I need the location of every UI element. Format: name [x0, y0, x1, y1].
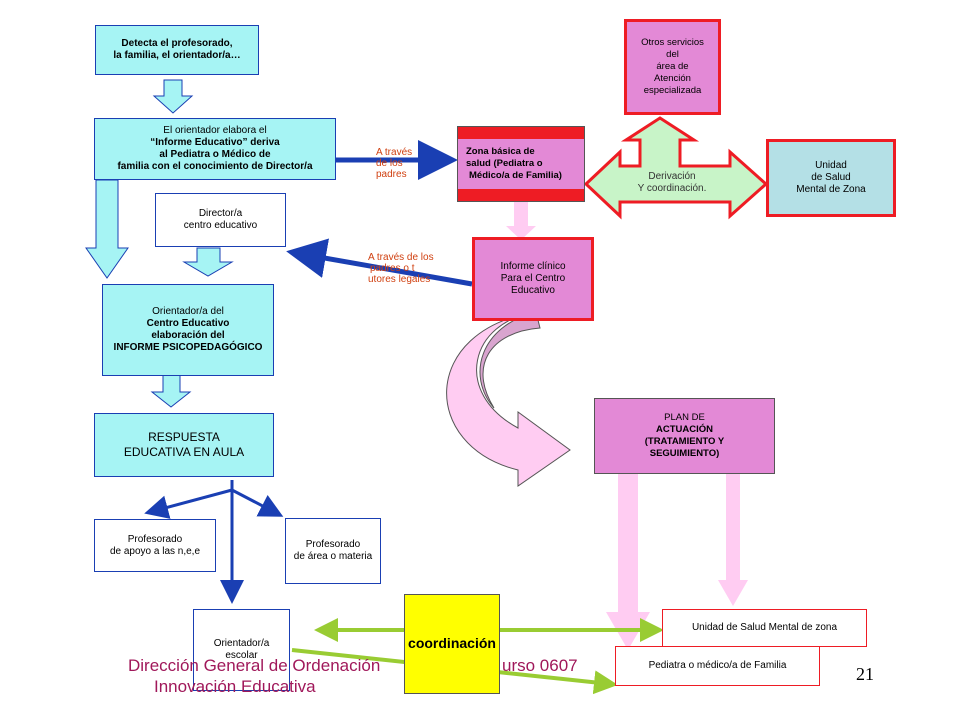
node-unidad-salud-mental-zona: Unidad de Salud Mental de zona — [662, 609, 867, 647]
informe-line-3: Educativo — [511, 285, 555, 296]
unidad-line-1: Unidad — [815, 160, 847, 171]
informe-line-2: Para el Centro — [500, 273, 566, 284]
arrow-down-2 — [182, 247, 234, 277]
plan-line-1: PLAN DE — [664, 412, 705, 423]
plan-line-4: SEGUIMIENTO) — [649, 448, 720, 459]
label-a-traves-padres: A través de los padres — [376, 147, 412, 180]
node-orientador-elabora: El orientador elabora el “Informe Educat… — [94, 118, 336, 180]
node-plan: PLAN DE ACTUACIÓN (TRATAMIENTO Y SEGUIMI… — [594, 398, 775, 474]
zona-basica-inner: Zona básica de salud (Pediatra o Médico/… — [458, 139, 584, 189]
elabora-line-2: “Informe Educativo” deriva — [150, 137, 280, 148]
unidad-line-2: de Salud — [811, 172, 851, 183]
director-line-1: Director/a — [198, 208, 243, 219]
plan-line-3: (TRATAMIENTO Y — [644, 436, 725, 447]
derivacion-line-2: Y coordinación. — [637, 183, 707, 194]
arrow-down-1 — [152, 79, 194, 114]
node-director: Director/a centro educativo — [155, 193, 286, 247]
detecta-line-2: la familia, el orientador/a… — [113, 50, 241, 61]
orientador-centro-line-4: INFORME PSICOPEDAGÓGICO — [113, 342, 263, 353]
prof-apoyo-line-2: de apoyo a las n,e,e — [109, 545, 201, 557]
tutores-line-3: utores legales — [368, 274, 431, 285]
footer-left: Dirección General de Ordenación Innovaci… — [128, 655, 380, 697]
node-orientador-centro: Orientador/a del Centro Educativo elabor… — [102, 284, 274, 376]
branch-left — [144, 488, 233, 519]
arrow-down-long — [85, 179, 129, 279]
footer-left-line-2: Innovación Educativa — [154, 677, 316, 696]
zona-line-2: salud (Pediatra o — [466, 158, 543, 169]
node-derivacion: Derivación Y coordinación. — [612, 168, 732, 198]
tutores-line-1: A través de los — [368, 252, 434, 263]
unidad-zona-text: Unidad de Salud Mental de zona — [691, 622, 838, 633]
orientador-centro-line-3: elaboración del — [151, 330, 225, 341]
page-number: 21 — [856, 664, 874, 684]
otros-line-3: área de — [656, 61, 689, 72]
node-orientador-escolar: Orientador/a escolar — [193, 609, 290, 691]
node-detecta: Detecta el profesorado, la familia, el o… — [95, 25, 259, 75]
zona-line-3: Médico/a de Familia) — [469, 170, 562, 181]
respuesta-line-2: EDUCATIVA EN AULA — [123, 445, 245, 459]
node-otros-servicios: Otros servicios del área de Atención esp… — [624, 19, 721, 115]
tutores-line-2: padres o t — [370, 263, 415, 274]
arrow-zona-to-informe — [506, 202, 536, 240]
node-pediatra: Pediatra o médico/a de Familia — [615, 646, 820, 686]
plan-line-2: ACTUACIÓN — [656, 424, 713, 435]
node-coordinacion: coordinación — [404, 594, 500, 694]
curved-arrow-top — [479, 311, 541, 409]
otros-line-4: Atención — [654, 73, 691, 84]
orientador-escolar-line-2: escolar — [225, 650, 258, 661]
otros-line-5: especializada — [643, 85, 702, 96]
orientador-centro-line-1: Orientador/a del — [152, 306, 224, 317]
director-line-2: centro educativo — [183, 220, 258, 231]
unidad-line-3: Mental de Zona — [796, 184, 866, 195]
arrow-down-3 — [150, 374, 192, 408]
padres-line-1: A través — [376, 147, 413, 158]
node-respuesta: RESPUESTA EDUCATIVA EN AULA — [94, 413, 274, 477]
branch-right — [231, 488, 284, 517]
detecta-line-1: Detecta el profesorado, — [121, 38, 233, 49]
node-zona-basica: Zona básica de salud (Pediatra o Médico/… — [457, 126, 585, 202]
otros-line-1: Otros servicios — [641, 37, 704, 48]
elabora-line-4: familia con el conocimiento de Director/… — [117, 161, 313, 172]
footer-right: urso 0607 — [502, 655, 578, 676]
footer-right-text: urso 0607 — [502, 656, 578, 675]
arrow-plan-right — [718, 474, 748, 606]
padres-line-3: padres — [376, 169, 407, 180]
arrow-plan-left — [606, 474, 650, 650]
label-a-traves-tutores: A través de los padres o t utores legale… — [368, 252, 434, 285]
otros-line-2: del — [666, 49, 679, 60]
pediatra-text: Pediatra o médico/a de Familia — [648, 660, 787, 671]
respuesta-line-1: RESPUESTA — [148, 430, 220, 444]
zona-line-1: Zona básica de — [466, 146, 535, 157]
orientador-escolar-line-1: Orientador/a — [213, 638, 270, 649]
node-prof-area: Profesorado de área o materia — [285, 518, 381, 584]
node-informe-clinico: Informe clínico Para el Centro Educativo — [472, 237, 594, 321]
informe-line-1: Informe clínico — [500, 261, 566, 272]
derivacion-arrow — [583, 116, 769, 220]
orientador-centro-line-2: Centro Educativo — [146, 318, 230, 329]
curved-arrow — [446, 311, 571, 487]
footer-left-line-1: Dirección General de Ordenación — [128, 656, 381, 675]
coordinacion-text: coordinación — [408, 635, 496, 651]
node-prof-apoyo: Profesorado de apoyo a las n,e,e — [94, 519, 216, 572]
node-unidad-salud: Unidad de Salud Mental de Zona — [766, 139, 896, 217]
derivacion-line-1: Derivación — [648, 171, 696, 182]
prof-area-line-1: Profesorado — [305, 539, 361, 550]
prof-apoyo-line-1: Profesorado — [127, 533, 183, 545]
arrow-to-director — [286, 238, 473, 287]
elabora-line-3: al Pediatra o Médico de — [159, 149, 271, 160]
prof-area-line-2: de área o materia — [293, 551, 373, 562]
elabora-line-1: El orientador elabora el — [163, 125, 267, 136]
padres-line-2: de los — [376, 158, 403, 169]
